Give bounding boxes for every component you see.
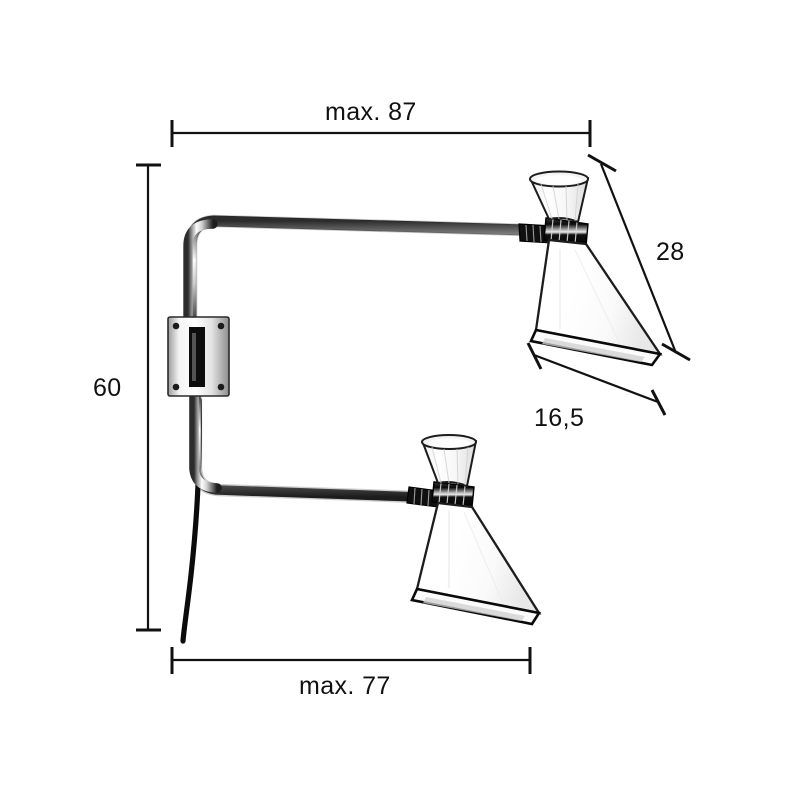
dimension-line-left-height <box>136 163 161 632</box>
dimension-label-shade-opening: 16,5 <box>534 404 585 432</box>
dimension-lines <box>136 120 691 674</box>
dimension-label-top-width: max. 87 <box>325 98 417 126</box>
dimension-line-top-width <box>170 120 592 147</box>
dimension-line-shade-length <box>587 153 691 362</box>
wall-mount-bracket <box>167 316 230 397</box>
upper-shade-collar <box>543 217 589 247</box>
dimension-line-shade-opening <box>526 342 667 416</box>
upper-swing-arm <box>183 214 534 337</box>
dimension-label-left-height: 60 <box>93 374 122 402</box>
lower-lamp-shade <box>406 434 542 626</box>
lower-swing-arm <box>189 385 425 504</box>
dimension-line-bottom-width <box>170 647 532 674</box>
dimension-label-shade-length: 28 <box>656 238 685 266</box>
dimension-label-bottom-width: max. 77 <box>299 672 391 700</box>
upper-lamp-shade <box>518 170 663 367</box>
